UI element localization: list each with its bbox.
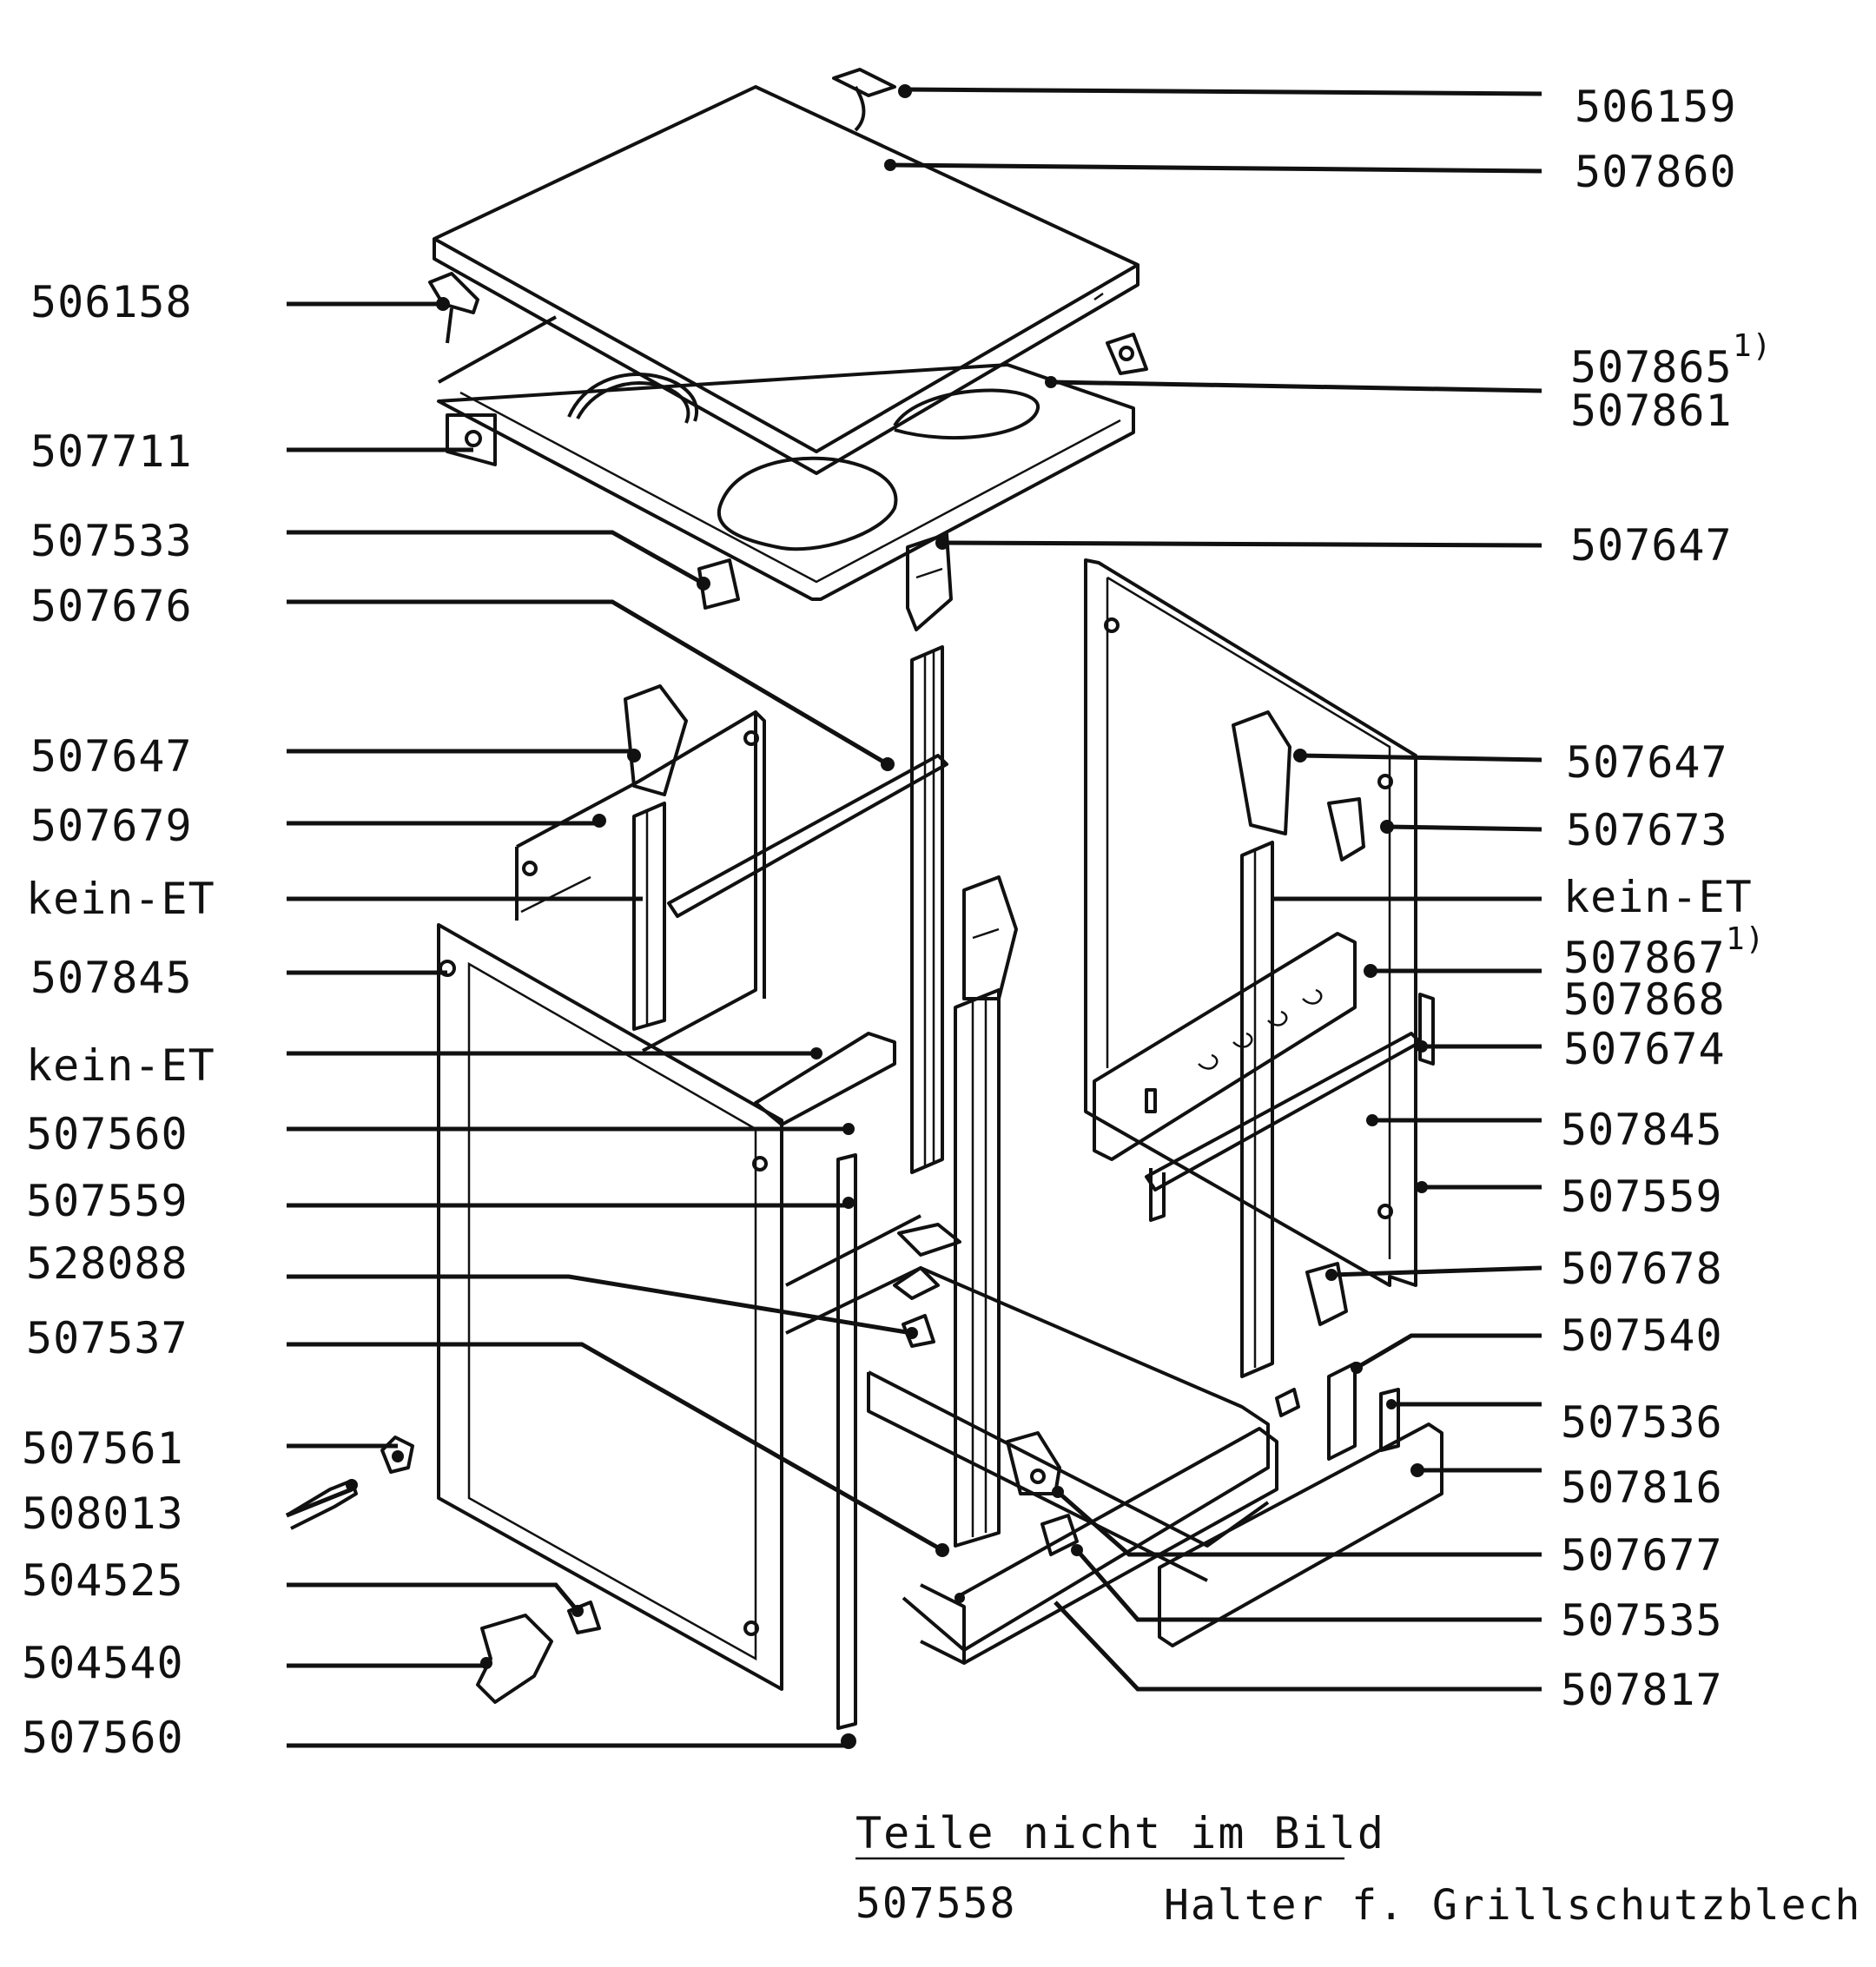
label-right-7: 507673 — [1566, 805, 1728, 855]
clip-506159 — [832, 68, 912, 132]
footnote-mark-507867: 1) — [1726, 921, 1765, 957]
label-right-10: 507868 — [1563, 974, 1726, 1025]
note-part-number: 507558 — [855, 1879, 1016, 1928]
hinge-bracket-top — [906, 532, 953, 631]
clip-506158 — [428, 272, 479, 344]
kick-plate — [1158, 1422, 1443, 1647]
hinge-bracket-middle — [962, 875, 1018, 1000]
right-part-labels: 506159 507860 507865 1) 507861 507647 50… — [1561, 82, 1772, 1715]
angle-pieces — [893, 1223, 961, 1348]
note-title: Teile nicht im Bild — [855, 1808, 1385, 1858]
label-left-2: 507711 — [30, 426, 193, 477]
label-right-3: 507865 — [1570, 342, 1733, 393]
label-left-9: kein-ET — [26, 1040, 215, 1091]
leader-lines — [286, 87, 1542, 1748]
label-right-11: 507674 — [1563, 1024, 1726, 1074]
front-left-frame — [437, 923, 783, 1691]
vertical-rails — [632, 645, 1274, 1548]
control-panel-bar — [1093, 932, 1377, 1161]
long-rods — [836, 1123, 857, 1749]
label-left-7: kein-ET — [26, 874, 215, 924]
label-right-12: 507845 — [1561, 1105, 1723, 1155]
label-left-3: 507533 — [30, 516, 193, 566]
label-right-9: 507867 — [1563, 933, 1726, 983]
note-part-description: Halter f. Grillschutzblech — [1164, 1881, 1861, 1930]
parts-not-shown-note: Teile nicht im Bild 507558 Halter f. Gri… — [855, 1808, 1861, 1930]
label-right-19: 507535 — [1561, 1595, 1723, 1646]
label-left-12: 528088 — [26, 1238, 188, 1289]
label-left-1: 506158 — [30, 277, 193, 327]
label-left-6: 507679 — [30, 801, 193, 851]
footnote-mark-507865: 1) — [1733, 328, 1772, 364]
right-lower-brackets — [1275, 1262, 1400, 1461]
cooker-assembly-drawing — [285, 68, 1443, 1749]
cooktop-plate — [433, 85, 1139, 475]
label-left-16: 504525 — [22, 1555, 184, 1606]
label-right-8: kein-ET — [1563, 872, 1753, 922]
crossbar-507676 — [667, 754, 948, 918]
label-left-4: 507676 — [30, 581, 193, 631]
label-right-5: 507647 — [1570, 520, 1733, 571]
label-right-18: 507677 — [1561, 1530, 1723, 1581]
label-left-13: 507537 — [26, 1313, 188, 1363]
bracket-507865 — [1106, 333, 1148, 375]
label-left-17: 504540 — [22, 1638, 184, 1688]
small-bracket — [754, 1032, 896, 1126]
label-right-2: 507860 — [1575, 147, 1737, 197]
label-right-6: 507647 — [1566, 737, 1728, 788]
cooktop-frame — [437, 315, 1135, 601]
bracket-507711 — [446, 413, 497, 466]
base-frame — [785, 1214, 1278, 1665]
label-right-1: 506159 — [1575, 82, 1737, 132]
label-left-5: 507647 — [30, 731, 193, 782]
label-left-18: 507560 — [22, 1713, 184, 1763]
right-frame-inner — [1366, 1114, 1428, 1193]
lower-hinges — [1006, 1431, 1083, 1556]
strut-507674 — [1145, 993, 1435, 1222]
left-side-panel — [515, 684, 766, 1053]
label-right-17: 507816 — [1561, 1462, 1723, 1513]
right-side-panel — [1084, 558, 1417, 1287]
label-left-10: 507560 — [26, 1109, 188, 1159]
label-right-13: 507559 — [1561, 1172, 1723, 1222]
left-part-labels: 506158 507711 507533 507676 507647 50767… — [22, 277, 215, 1763]
label-right-16: 507536 — [1561, 1397, 1723, 1448]
label-left-11: 507559 — [26, 1176, 188, 1226]
label-left-14: 507561 — [22, 1423, 184, 1474]
label-right-14: 507678 — [1561, 1244, 1723, 1294]
label-left-8: 507845 — [30, 953, 193, 1003]
adjustment-parts — [285, 1436, 601, 1704]
label-right-20: 507817 — [1561, 1665, 1723, 1715]
label-right-15: 507540 — [1561, 1310, 1723, 1361]
label-right-4: 507861 — [1570, 386, 1733, 436]
label-left-15: 508013 — [22, 1488, 184, 1539]
